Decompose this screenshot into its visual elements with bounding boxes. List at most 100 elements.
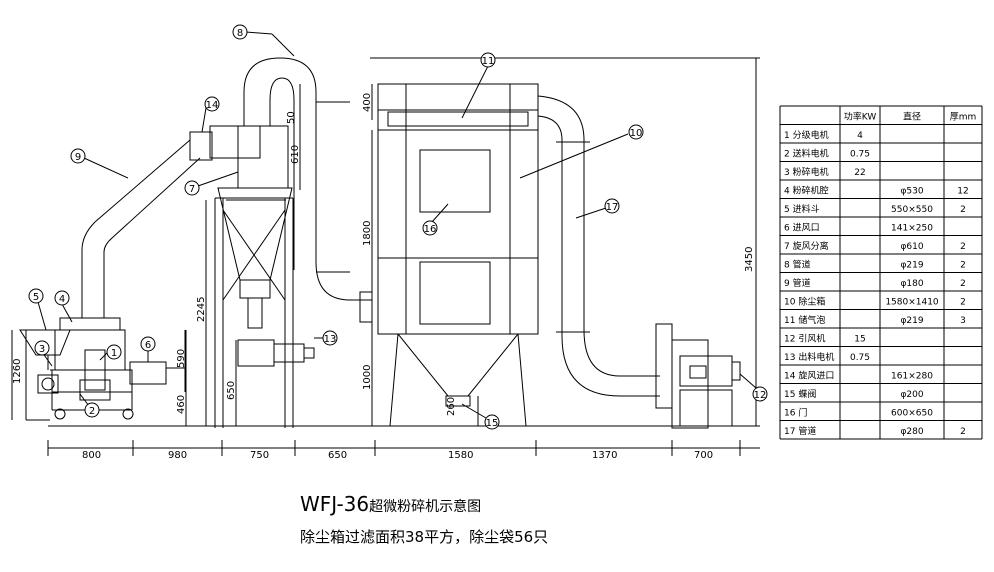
model-number: WFJ-36 — [300, 492, 370, 516]
dim-460: 460 — [176, 395, 187, 414]
table-cell-thick: 3 — [960, 316, 966, 326]
dust-collector-box — [377, 83, 539, 427]
table-cell-item: 5 进料斗 — [784, 203, 820, 215]
table-header-cell: 厚mm — [950, 112, 977, 123]
table-header-cell: 功率KW — [844, 111, 877, 123]
table-cell-item: 17 管道 — [784, 425, 816, 437]
drawing-title: WFJ-36超微粉碎机示意图 — [300, 492, 481, 516]
svg-text:12: 12 — [754, 390, 767, 401]
table-cell-item: 6 进风口 — [784, 223, 820, 234]
pipe-8 — [243, 57, 373, 323]
table-cell-item: 13 出料电机 — [784, 351, 834, 363]
callout-11: 11 — [461, 52, 496, 119]
callout-13: 13 — [314, 330, 338, 346]
dim-400: 400 — [362, 93, 373, 112]
table-cell-thick: 2 — [960, 242, 966, 252]
induced-draft-fan — [655, 323, 741, 429]
table-cell-item: 15 蝶阀 — [784, 388, 816, 400]
callout-9: 9 — [70, 148, 129, 179]
table-cell-diameter: 600×650 — [891, 409, 933, 419]
table-cell-power: 4 — [857, 131, 863, 141]
callouts: 1 2 3 4 5 6 7 8 9 10 11 12 13 14 15 16 1… — [28, 24, 768, 430]
svg-text:8: 8 — [237, 28, 243, 39]
svg-text:14: 14 — [206, 100, 219, 111]
table-cell-diameter: 141×250 — [891, 224, 933, 234]
callout-3: 3 — [34, 340, 53, 367]
table-cell-power: 0.75 — [850, 353, 870, 363]
dim-650: 650 — [226, 381, 237, 400]
dim-bottom-6: 700 — [694, 450, 713, 461]
svg-text:3: 3 — [39, 344, 45, 355]
table-cell-thick: 2 — [960, 298, 966, 308]
svg-text:15: 15 — [486, 418, 499, 429]
svg-text:17: 17 — [606, 202, 619, 213]
dim-3450: 3450 — [744, 247, 755, 272]
table-cell-item: 2 送料电机 — [784, 148, 829, 160]
table-cell-diameter: φ280 — [900, 427, 923, 437]
callout-5: 5 — [28, 288, 47, 331]
svg-text:13: 13 — [324, 334, 337, 345]
callout-7: 7 — [184, 171, 239, 196]
dim-590: 590 — [176, 349, 187, 368]
table-cell-thick: 2 — [960, 205, 966, 215]
table-cell-diameter: φ219 — [900, 261, 923, 271]
table-cell-diameter: φ610 — [900, 242, 923, 252]
table-cell-item: 11 储气泡 — [784, 314, 825, 326]
dim-1800: 1800 — [362, 221, 373, 246]
callout-10: 10 — [519, 124, 644, 179]
table-cell-diameter: 161×280 — [891, 372, 933, 382]
svg-text:10: 10 — [630, 128, 643, 139]
table-cell-item: 16 门 — [784, 407, 807, 419]
table-cell-diameter: 1580×1410 — [885, 298, 939, 308]
table-cell-item: 7 旋风分离 — [784, 240, 829, 252]
drawing-subtitle: 除尘箱过滤面积38平方，除尘袋56只 — [300, 528, 549, 546]
svg-text:7: 7 — [189, 184, 195, 195]
dim-bottom-2: 750 — [250, 450, 269, 461]
dim-260: 260 — [446, 397, 457, 416]
svg-text:4: 4 — [59, 294, 65, 305]
table-cell-item: 8 管道 — [784, 259, 811, 271]
dim-bottom-3: 650 — [328, 450, 347, 461]
dim-bottom-1: 980 — [168, 450, 187, 461]
svg-text:2: 2 — [89, 406, 95, 417]
svg-text:16: 16 — [424, 224, 437, 235]
dim-bottom-0: 800 — [82, 450, 101, 461]
table-cell-diameter: φ530 — [900, 187, 923, 197]
table-cell-item: 10 除尘箱 — [784, 296, 825, 308]
callout-8: 8 — [232, 24, 295, 57]
table-cell-thick: 2 — [960, 427, 966, 437]
table-cell-thick: 12 — [957, 187, 968, 197]
crusher-unit — [19, 317, 186, 421]
table-cell-thick: 2 — [960, 261, 966, 271]
table-cell-diameter: φ200 — [900, 390, 923, 400]
table-cell-power: 15 — [854, 335, 865, 345]
dim-bottom-5: 1370 — [592, 450, 617, 461]
callout-6: 6 — [140, 336, 156, 362]
machine-name: 超微粉碎机示意图 — [369, 499, 482, 515]
table-cell-diameter: φ219 — [900, 316, 923, 326]
table-cell-power: 22 — [854, 168, 865, 178]
callout-1: 1 — [99, 344, 122, 361]
pipe-9 — [81, 131, 213, 318]
table-cell-item: 14 旋风进口 — [784, 370, 834, 382]
dim-1260: 1260 — [12, 359, 23, 384]
callout-4: 4 — [54, 290, 73, 323]
table-cell-item: 12 引风机 — [784, 333, 825, 345]
table-cell-thick: 2 — [960, 279, 966, 289]
table-header-cell: 直径 — [903, 111, 921, 123]
callout-2: 2 — [79, 393, 100, 418]
dimensions: 800 980 750 650 1580 1370 700 1260 590 4… — [11, 57, 760, 461]
svg-text:1: 1 — [111, 348, 117, 359]
dim-1000: 1000 — [362, 365, 373, 390]
dim-2245: 2245 — [196, 297, 207, 322]
callout-12: 12 — [739, 373, 768, 402]
cyclone-separator — [209, 125, 315, 428]
callout-16: 16 — [422, 203, 449, 236]
dim-bottom-4: 1580 — [448, 450, 473, 461]
callout-15: 15 — [461, 403, 500, 430]
table-cell-diameter: 550×550 — [891, 205, 933, 215]
svg-text:6: 6 — [145, 340, 151, 351]
